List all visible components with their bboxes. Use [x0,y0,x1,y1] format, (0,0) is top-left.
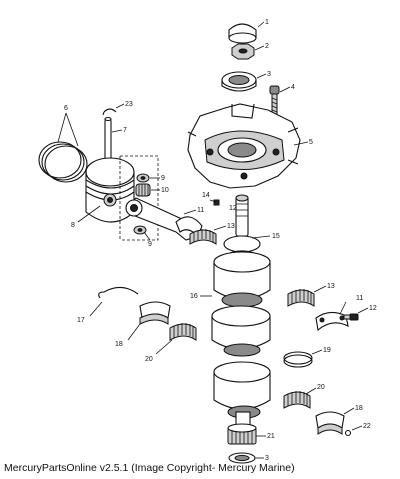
assembly-outline [119,155,159,241]
part-cap [228,23,257,44]
part-small-pin [344,429,352,437]
part-washer-upper [136,173,150,183]
callout-19: 19 [323,347,331,354]
part-rod-bearing-lower [287,289,315,307]
callout-3-lower: 3 [265,455,269,462]
callout-21: 21 [267,433,275,440]
callout-5: 5 [309,139,313,146]
callout-20-upper: 20 [145,356,153,363]
copyright-caption: MercuryPartsOnline v2.5.1 (Image Copyrig… [4,462,295,474]
part-dowel [213,199,220,206]
callout-12-upper: 12 [229,205,237,212]
part-piston [85,157,135,223]
part-retaining-ring [98,286,139,299]
part-needle-bearing-upper [169,323,197,341]
callout-14: 14 [202,192,210,199]
part-wrist-pin-clip [102,108,117,116]
callout-18-upper: 18 [115,341,123,348]
callout-9-upper: 9 [161,175,165,182]
callout-16: 16 [190,293,198,300]
part-piston-rings [38,141,88,183]
callout-11-upper: 11 [197,207,204,214]
part-wrist-pin [104,116,112,163]
part-bearing-race-lower [315,411,345,435]
callout-2: 2 [265,43,269,50]
callout-11-lower: 11 [356,295,363,302]
part-lower-bearing [227,423,257,445]
callout-22: 22 [363,423,371,430]
callout-13-upper: 13 [227,223,235,230]
callout-4: 4 [291,84,295,91]
callout-6: 6 [64,105,68,112]
leader-lines [57,21,369,459]
part-washer-lower [133,225,147,235]
callout-7: 7 [123,127,127,134]
callout-3: 3 [267,71,271,78]
part-end-cap-housing [187,103,301,189]
callout-15: 15 [272,233,280,240]
callout-17: 17 [77,317,85,324]
part-bearing-race-upper [139,301,171,325]
part-screw [269,85,280,117]
callout-10: 10 [161,187,169,194]
part-crankshaft [211,194,271,431]
part-rod-bearing-upper [189,229,217,245]
part-seal-top [221,71,257,92]
part-connecting-rod [125,197,203,241]
part-needle-bearing-lower [283,391,311,409]
part-seal-ring [283,351,313,368]
part-rod-bolt [343,313,359,321]
callout-13-lower: 13 [327,283,335,290]
part-nut [231,43,255,60]
callout-20-lower: 20 [317,384,325,391]
callout-18-lower: 18 [355,405,363,412]
part-needle-bearing [135,183,151,197]
part-rod-cap [315,311,349,332]
callout-23: 23 [125,101,133,108]
callout-9-lower: 9 [148,241,152,248]
callout-1: 1 [265,19,269,26]
callout-8: 8 [71,222,75,229]
callout-12-lower: 12 [369,305,377,312]
